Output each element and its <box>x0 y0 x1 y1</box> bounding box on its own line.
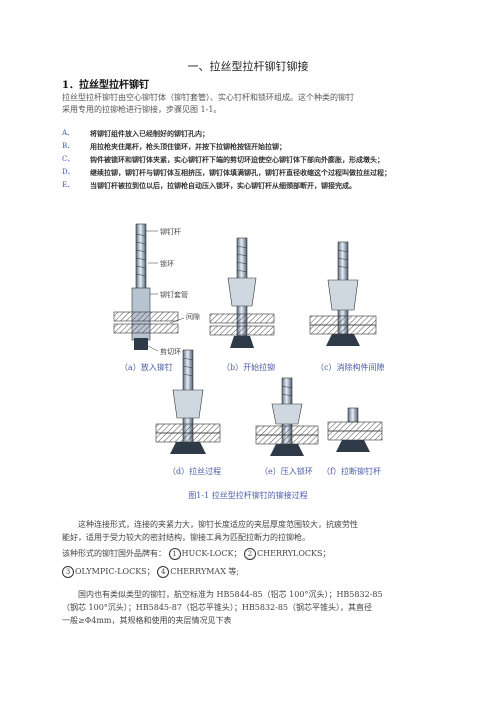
step-text: 当铆钉杆被拉到位以后，拉铆枪自动压入锁环，实心铆钉杆从细颈部断开，铆接完成。 <box>90 181 356 190</box>
para2-line-1: 国内也有类似类型的铆钉，航空标准为 HB5844-85（铝芯 100°沉头）；H… <box>78 590 383 599</box>
label-shear-ring: 剪切环 <box>160 347 181 356</box>
intro-line-1: 拉丝型拉杆铆钉由空心铆钉体（铆钉套管）、实心钉杆和锁环组成。这个种类的铆钉 <box>62 93 354 102</box>
label-gap: 间隙 <box>186 312 200 321</box>
para1-line-1: 这种连接形式，连接的夹紧力大，铆钉长度适应的夹层厚度范围较大，抗疲劳性 <box>78 520 358 529</box>
brand-number: 4 <box>157 566 170 578</box>
panel-b-label: （b）开始拉铆 <box>222 362 275 372</box>
intro-line-2: 采用专用的拉铆枪进行铆接，步骤见图 1-1。 <box>62 105 222 114</box>
step-letter: E、 <box>62 181 75 189</box>
label-rod: 铆钉杆 <box>160 227 181 236</box>
panel-b-start-pulling: （b）开始拉铆 <box>209 237 275 372</box>
step-letter: B、 <box>62 142 75 150</box>
step-letter: C、 <box>62 155 75 163</box>
step-list: A、 将铆钉组件放入已经制好的铆钉孔内； B、 用拉枪夹住尾杆，枪头顶住锁环，并… <box>62 128 442 191</box>
brand-name: OLYMPIC-LOCKS； <box>75 567 155 576</box>
step-text: 继续拉铆，铆钉杆与铆钉体互相挤压，铆钉体填满铆孔，铆钉杆直径收缩这个过程叫做拉丝… <box>90 168 391 177</box>
step-letter: D、 <box>62 168 75 176</box>
step-e: E、 当铆钉杆被拉到位以后，拉铆枪自动压入锁环，实心铆钉杆从细颈部断开，铆接完成… <box>62 180 442 191</box>
brand-number: 3 <box>62 566 74 578</box>
panel-f-label: （f）拉断铆钉杆 <box>322 466 381 476</box>
panel-f-break-rod: （f）拉断铆钉杆 <box>322 407 383 476</box>
label-sleeve: 铆钉套管 <box>160 290 188 299</box>
section-heading: 1．拉丝型拉杆铆钉 <box>62 80 149 91</box>
step-a: A、 将铆钉组件放入已经制好的铆钉孔内； <box>62 128 442 139</box>
step-text: 钩件被锁环和铆钉体夹紧，实心铆钉杆下端的剪切环迫使空心铆钉体下部向外膨胀，形成墩… <box>90 155 384 164</box>
panel-c-close-gap: （c）消除构件间隙 <box>309 241 384 372</box>
panel-d-label: （d）拉丝过程 <box>168 466 221 476</box>
brands-lead: 该种形式的铆钉国外品牌有： <box>62 549 166 558</box>
step-d: D、 继续拉铆，铆钉杆与铆钉体互相挤压，铆钉体填满铆孔，铆钉杆直径收缩这个过程叫… <box>62 167 442 178</box>
panel-d-drawing: （d）拉丝过程 <box>155 349 221 476</box>
brand-name: CHERRYMAX 等; <box>170 567 240 576</box>
rivet-process-figure: 铆钉杆 锁环 铆钉套管 间隙 剪切环 （a）放入铆钉 （b）开始拉铆 （c）消除… <box>113 223 384 476</box>
panel-c-label: （c）消除构件间隙 <box>316 362 384 372</box>
page-title: 一、拉丝型拉杆铆钉铆接 <box>187 60 309 73</box>
panel-e-label: （e）压入锁环 <box>260 466 313 476</box>
para2-line-3: 一般≥Φ4mm，其规格和使用的夹层情况见下表 <box>62 616 232 625</box>
step-text: 用拉枪夹住尾杆，枪头顶住锁环，并按下拉铆枪按钮开始拉铆； <box>90 142 286 151</box>
brand-name: CHERRYLOCKS； <box>257 549 331 558</box>
brand-number: 1 <box>168 548 181 560</box>
step-b: B、 用拉枪夹住尾杆，枪头顶住锁环，并按下拉铆枪按钮开始拉铆； <box>62 141 442 152</box>
para1-line-2: 能好，适用于受力较大的密封结构，铆接工具为匹配拉断力的拉铆枪。 <box>62 533 310 542</box>
step-c: C、 钩件被锁环和铆钉体夹紧，实心铆钉杆下端的剪切环迫使空心铆钉体下部向外膨胀，… <box>62 154 442 165</box>
panel-e-press-lock-ring: （e）压入锁环 <box>255 377 319 476</box>
step-letter: A、 <box>62 129 75 137</box>
label-lock-ring: 锁环 <box>160 259 174 268</box>
brand-number: 2 <box>244 548 256 560</box>
para2-line-2: （钢芯 100°沉头）；HB5845-87（铝芯平锥头）；HB5832-85（钢… <box>62 603 373 612</box>
step-text: 将铆钉组件放入已经制好的铆钉孔内； <box>90 129 209 138</box>
panel-a-insert-rivet: 铆钉杆 锁环 铆钉套管 间隙 剪切环 （a）放入铆钉 <box>113 223 200 372</box>
figure-caption: 图1-1 拉丝型拉杆铆钉的铆接过程 <box>188 491 308 500</box>
panel-a-label: （a）放入铆钉 <box>120 362 173 372</box>
brand-name: HUCK-LOCK； <box>181 549 242 558</box>
